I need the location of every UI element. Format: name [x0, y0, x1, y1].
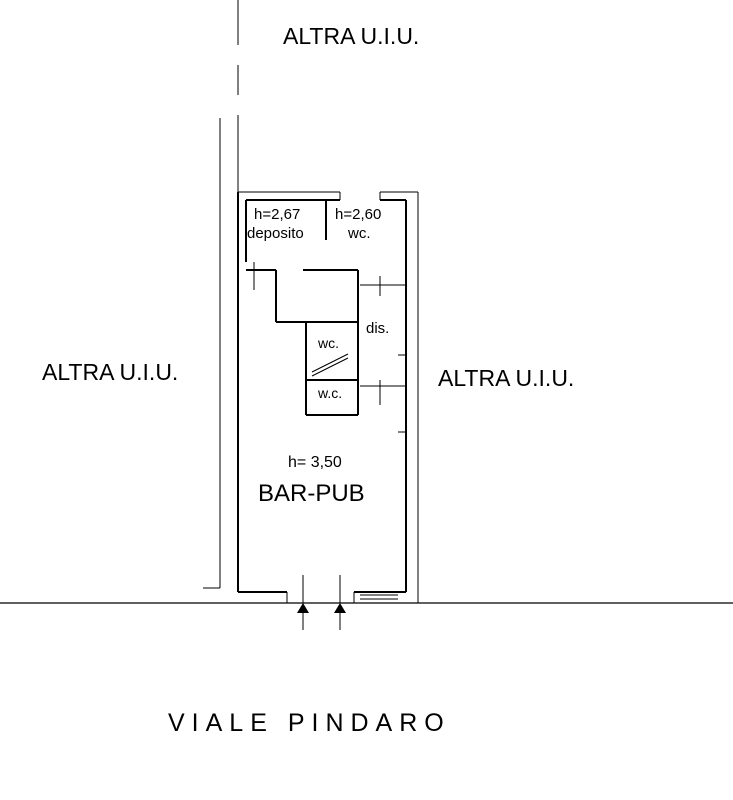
- wc-top-height: h=2,60: [335, 206, 381, 223]
- wc-small-1: wc.: [317, 335, 339, 351]
- dis-label: dis.: [366, 320, 389, 337]
- main-room-height: h= 3,50: [288, 454, 342, 471]
- entrance: [286, 575, 398, 630]
- storage-height: h=2,67: [254, 206, 300, 223]
- storage-wc-block: [246, 200, 359, 416]
- main-room-name: BAR-PUB: [258, 480, 365, 507]
- corridor-details: [253, 262, 406, 433]
- entry-arrow-right: [334, 603, 346, 613]
- left-unit-label: ALTRA U.I.U.: [42, 359, 178, 385]
- neighbour-boundaries: [203, 0, 419, 603]
- wc-small-2: w.c.: [317, 385, 342, 401]
- right-unit-label: ALTRA U.I.U.: [438, 365, 574, 391]
- storage-name: deposito: [247, 225, 304, 242]
- street-label: VIALE PINDARO: [168, 709, 451, 737]
- top-unit-label: ALTRA U.I.U.: [283, 23, 419, 49]
- entry-arrow-left: [297, 603, 309, 613]
- wc-top-name: wc.: [347, 225, 371, 242]
- outer-walls: [237, 192, 407, 593]
